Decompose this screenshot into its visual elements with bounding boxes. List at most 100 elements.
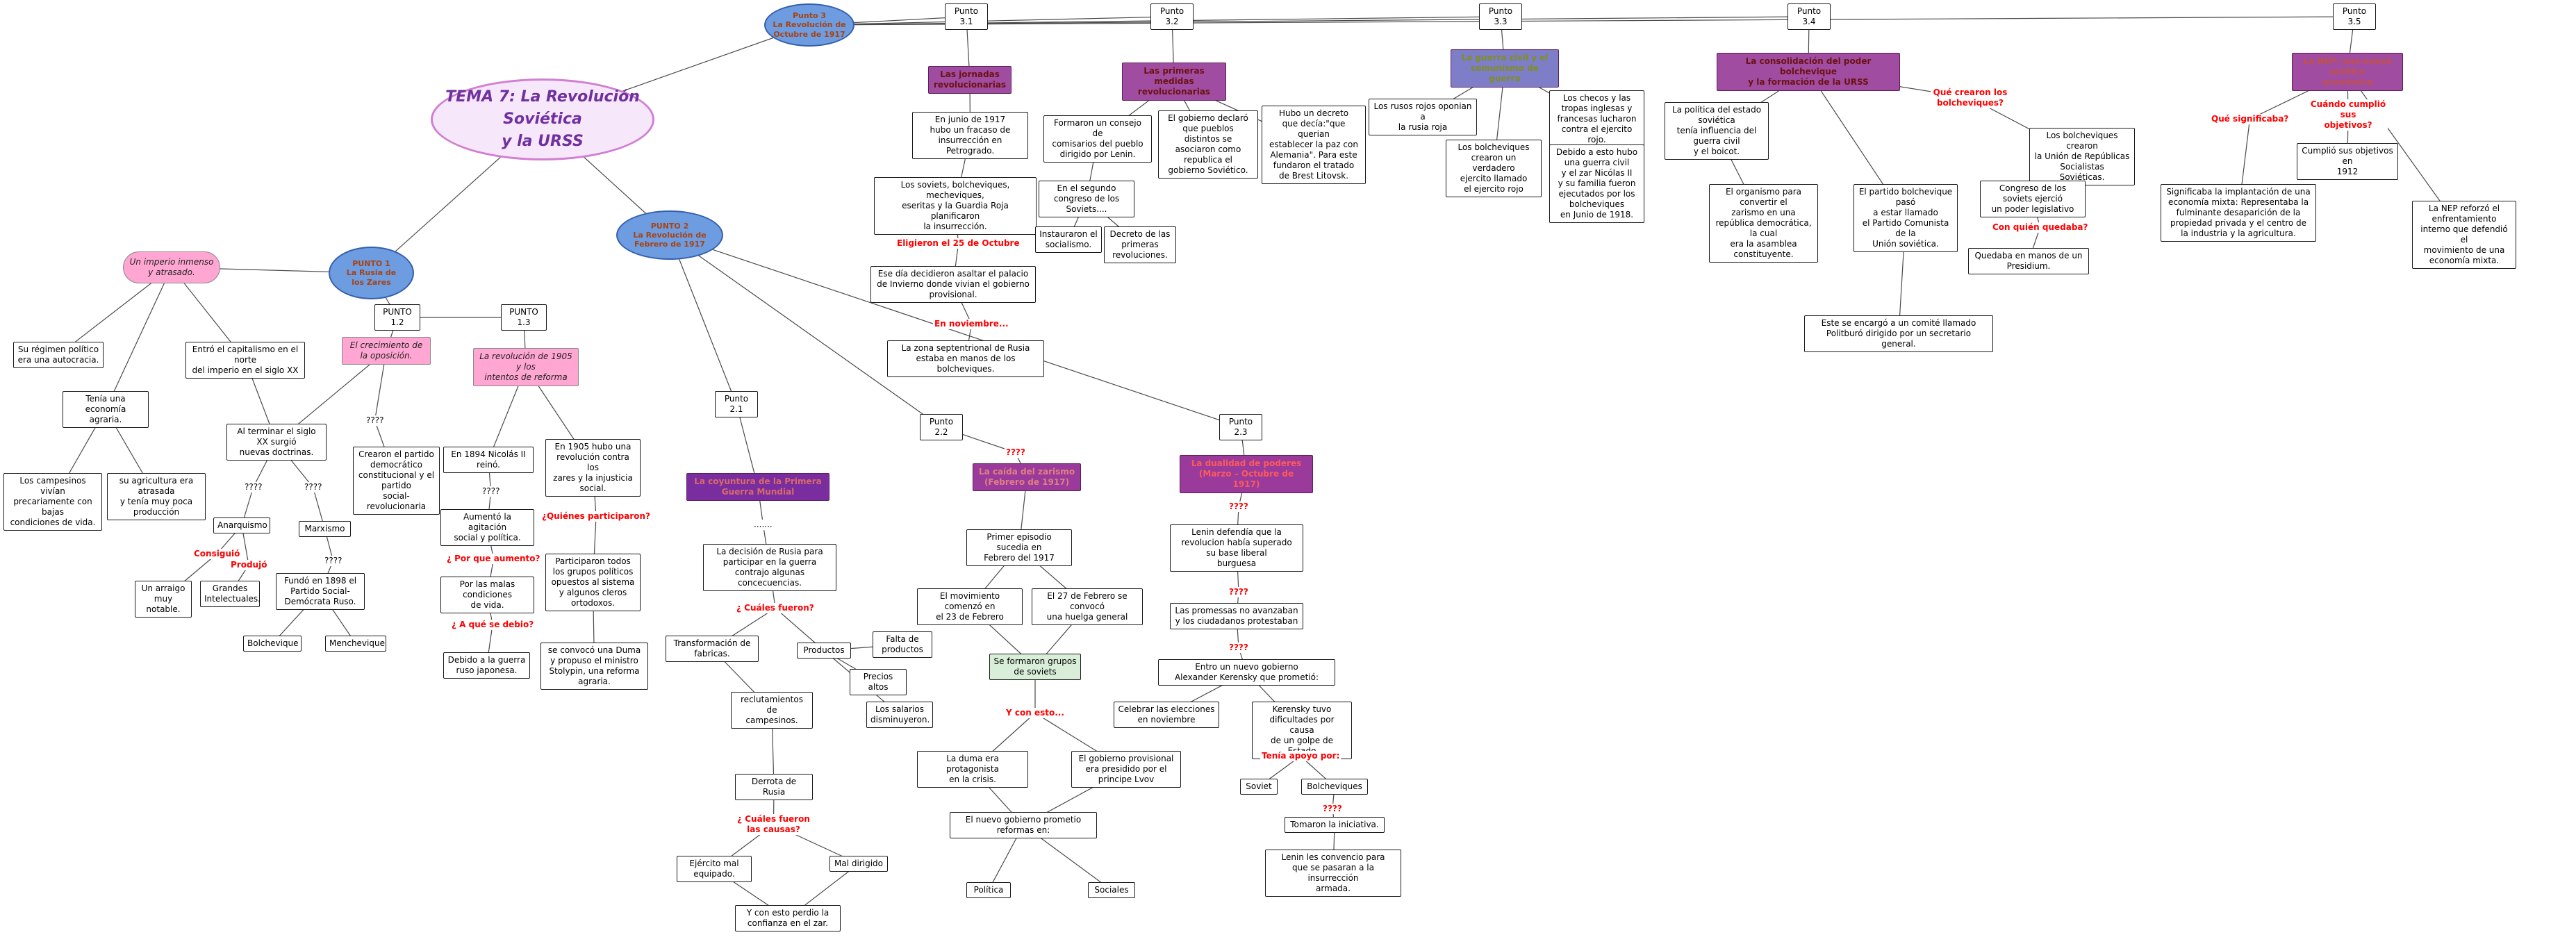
grupos-soviets[interactable]: Se formaron grupos de soviets <box>989 654 1081 680</box>
q3[interactable]: ???? <box>323 556 344 566</box>
q-significaba[interactable]: Qué significaba? <box>2210 114 2290 124</box>
q-iniciativa[interactable]: ???? <box>1321 804 1344 814</box>
guerra-japonesa[interactable]: Debido a la guerra ruso japonesa. <box>443 652 530 679</box>
economia-mixta[interactable]: Significaba la implantación de una econo… <box>2161 184 2316 242</box>
aque-debio[interactable]: ¿ A qué se debio? <box>450 620 536 630</box>
salarios[interactable]: Los salarios disminuyeron. <box>866 702 933 728</box>
politburo[interactable]: Este se encargó a un comité llamado Poli… <box>1804 315 1993 352</box>
eligieron[interactable]: Eligieron el 25 de Octubre <box>895 238 1021 249</box>
anarquismo[interactable]: Anarquismo <box>213 517 270 533</box>
economia[interactable]: Tenía una economía agraria. <box>63 391 149 428</box>
con-quien[interactable]: Con quién quedaba? <box>1991 222 2090 233</box>
decreto-paz[interactable]: Hubo un decreto que decía:"que querian e… <box>1262 106 1366 184</box>
kerensky-gobierno[interactable]: Entro un nuevo gobierno Alexander Kerens… <box>1158 659 1335 686</box>
presidium[interactable]: Quedaba en manos de un Presidium. <box>1968 248 2089 274</box>
p35[interactable]: Punto 3.5 <box>2333 3 2376 30</box>
fracaso-junio[interactable]: En junio de 1917 hubo un fracaso de insu… <box>912 112 1028 159</box>
planificaron[interactable]: Los soviets, bolcheviques, mecheviques, … <box>874 177 1037 235</box>
q-dualidad2[interactable]: ???? <box>1228 587 1250 597</box>
p33[interactable]: Punto 3.3 <box>1479 3 1522 30</box>
politica[interactable]: Política <box>966 882 1011 898</box>
regimen[interactable]: Su régimen político era una autocracia. <box>13 342 104 368</box>
cuales-fueron[interactable]: ¿ Cuáles fueron? <box>735 603 816 613</box>
q-dualidad3[interactable]: ???? <box>1228 643 1250 653</box>
gobierno-declaro[interactable]: El gobierno declaró que pueblos distinto… <box>1158 110 1258 179</box>
q-caida[interactable]: ???? <box>1005 447 1027 458</box>
congreso-soviets[interactable]: Congreso de los soviets ejerció un poder… <box>1980 181 2086 217</box>
revolucion-1905[interactable]: La revolución de 1905 y los intentos de … <box>473 348 579 386</box>
q4[interactable]: ???? <box>365 415 386 426</box>
p32[interactable]: Punto 3.2 <box>1150 3 1194 30</box>
nep-reforzo[interactable]: La NEP reforzó el enfrentamiento interno… <box>2412 201 2516 269</box>
checos-tropas[interactable]: Los checos y las tropas inglesas y franc… <box>1549 90 1644 148</box>
agitacion[interactable]: Aumentó la agitación social y política. <box>440 509 534 546</box>
soviet[interactable]: Soviet <box>1240 779 1278 795</box>
bolcheviques[interactable]: Bolcheviques <box>1301 779 1368 795</box>
urss-creada[interactable]: Los bolcheviques crearon la Unión de Rep… <box>2029 128 2135 185</box>
iniciativa[interactable]: Tomaron la iniciativa. <box>1285 817 1385 833</box>
asamblea[interactable]: El organismo para convertir el zarismo e… <box>1709 184 1818 263</box>
elecciones[interactable]: Celebrar las elecciones en noviembre <box>1114 702 1219 728</box>
agricultura[interactable]: su agricultura era atrasada y tenía muy … <box>107 473 206 520</box>
promesas[interactable]: Las promessas no avanzaban y los ciudada… <box>1170 603 1303 629</box>
segundo-congreso[interactable]: En el segundo congreso de los Soviets...… <box>1039 181 1134 217</box>
q1[interactable]: ???? <box>243 482 264 492</box>
gobierno-lvov[interactable]: El gobierno provisional era presidido po… <box>1071 751 1181 788</box>
derrota[interactable]: Derrota de Rusia <box>735 774 813 800</box>
capitalismo[interactable]: Entró el capitalismo en el norte del imp… <box>185 342 305 379</box>
zona-septentrional[interactable]: La zona septentrional de Rusia estaba en… <box>887 340 1044 377</box>
sociales[interactable]: Sociales <box>1088 882 1135 898</box>
crecimiento[interactable]: El crecimiento de la oposición. <box>342 337 431 365</box>
q5[interactable]: ???? <box>481 486 502 497</box>
y-con-esto[interactable]: Y con esto... <box>1005 708 1066 718</box>
menchevique[interactable]: Menchevique <box>325 636 386 652</box>
cuales-causas[interactable]: ¿ Cuáles fueron las causas? <box>734 814 814 835</box>
porque-aumento[interactable]: ¿ Por que aumento? <box>445 554 542 564</box>
guerra-civil[interactable]: La guerra civil y el comunismo de guerra <box>1451 49 1559 88</box>
p12[interactable]: PUNTO 1.2 <box>374 304 420 331</box>
consolidacion[interactable]: La consolidación del poder bolchevique y… <box>1717 53 1900 91</box>
perdio-confianza[interactable]: Y con esto perdio la confianza en el zar… <box>735 905 841 931</box>
movimiento-23f[interactable]: El movimiento comenzó en el 23 de Febrer… <box>917 588 1023 625</box>
rusos-rojos[interactable]: Los rusos rojos oponian a la rusia roja <box>1369 99 1477 135</box>
title[interactable]: TEMA 7: La Revolución Soviética y la URS… <box>431 78 654 160</box>
arraigo[interactable]: Un arraigo muy notable. <box>135 581 192 618</box>
consiguio[interactable]: Consiguió <box>192 549 242 559</box>
duma-stolypin[interactable]: se convocó una Duma y propuso el ministr… <box>540 643 648 690</box>
q-cuando[interactable]: Cuándo cumplió sus objetivos? <box>2309 99 2388 131</box>
cumplio-1912[interactable]: Cumplió sus objetivos en 1912 <box>2297 143 2398 180</box>
coyuntura[interactable]: La coyuntura de la Primera Guerra Mundia… <box>686 473 829 501</box>
imperio[interactable]: Un imperio inmenso y atrasado. <box>123 251 220 283</box>
primer-episodio[interactable]: Primer episodio sucedia en Febrero del 1… <box>966 529 1072 566</box>
punto2-ellipse[interactable]: PUNTO 2 La Revolución de Febrero de 1917 <box>616 210 723 260</box>
marxismo[interactable]: Marxismo <box>299 521 351 537</box>
p31[interactable]: Punto 3.1 <box>945 3 988 30</box>
crearon-partido[interactable]: Crearon el partido democrático constituc… <box>353 447 440 515</box>
p23[interactable]: Punto 2.3 <box>1219 414 1262 440</box>
instauraron[interactable]: Instauraron el socialismo. <box>1035 226 1102 253</box>
ejercito-mal[interactable]: Ejército mal equipado. <box>677 856 752 882</box>
punto1-ellipse[interactable]: PUNTO 1 La Rusia de los Zares <box>329 247 414 299</box>
falta-productos[interactable]: Falta de productos <box>873 631 932 658</box>
intelectuales[interactable]: Grandes Intelectuales. <box>200 581 261 607</box>
en-noviembre[interactable]: En noviembre... <box>933 319 1010 329</box>
produjo[interactable]: Produjó <box>229 560 269 570</box>
medidas[interactable]: Las primeras medidas revolucionarias <box>1122 63 1226 101</box>
transformacion[interactable]: Transformación de fabricas. <box>666 636 759 662</box>
caida[interactable]: La caída del zarismo (Febrero de 1917) <box>973 463 1081 491</box>
participaron[interactable]: Participaron todos los grupos políticos … <box>545 554 641 611</box>
nep[interactable]: La NEP: una nueva política económica <box>2292 53 2403 91</box>
asalto-palacio[interactable]: Ese día decidieron asaltar el palacio de… <box>870 266 1036 303</box>
prometio-reformas[interactable]: El nuevo gobierno prometio reformas en: <box>950 812 1097 838</box>
ejercito-rojo[interactable]: Los bolcheviques crearon un verdadero ej… <box>1446 140 1542 197</box>
doctrinas[interactable]: Al terminar el siglo XX surgió nuevas do… <box>226 424 327 461</box>
quienes-participaron[interactable]: ¿Quiénes participaron? <box>540 511 652 522</box>
fundo-partido[interactable]: Fundó en 1898 el Partido Social- Demócra… <box>276 573 365 610</box>
duma-protagonista[interactable]: La duma era protagonista en la crisis. <box>917 751 1028 788</box>
p34[interactable]: Punto 3.4 <box>1787 3 1831 30</box>
q2[interactable]: ???? <box>303 482 324 492</box>
p22[interactable]: Punto 2.2 <box>920 414 963 440</box>
dots[interactable]: ....... <box>752 520 774 530</box>
productos[interactable]: Productos <box>797 643 851 659</box>
rev1905-box[interactable]: En 1905 hubo una revolución contra los z… <box>545 439 641 497</box>
